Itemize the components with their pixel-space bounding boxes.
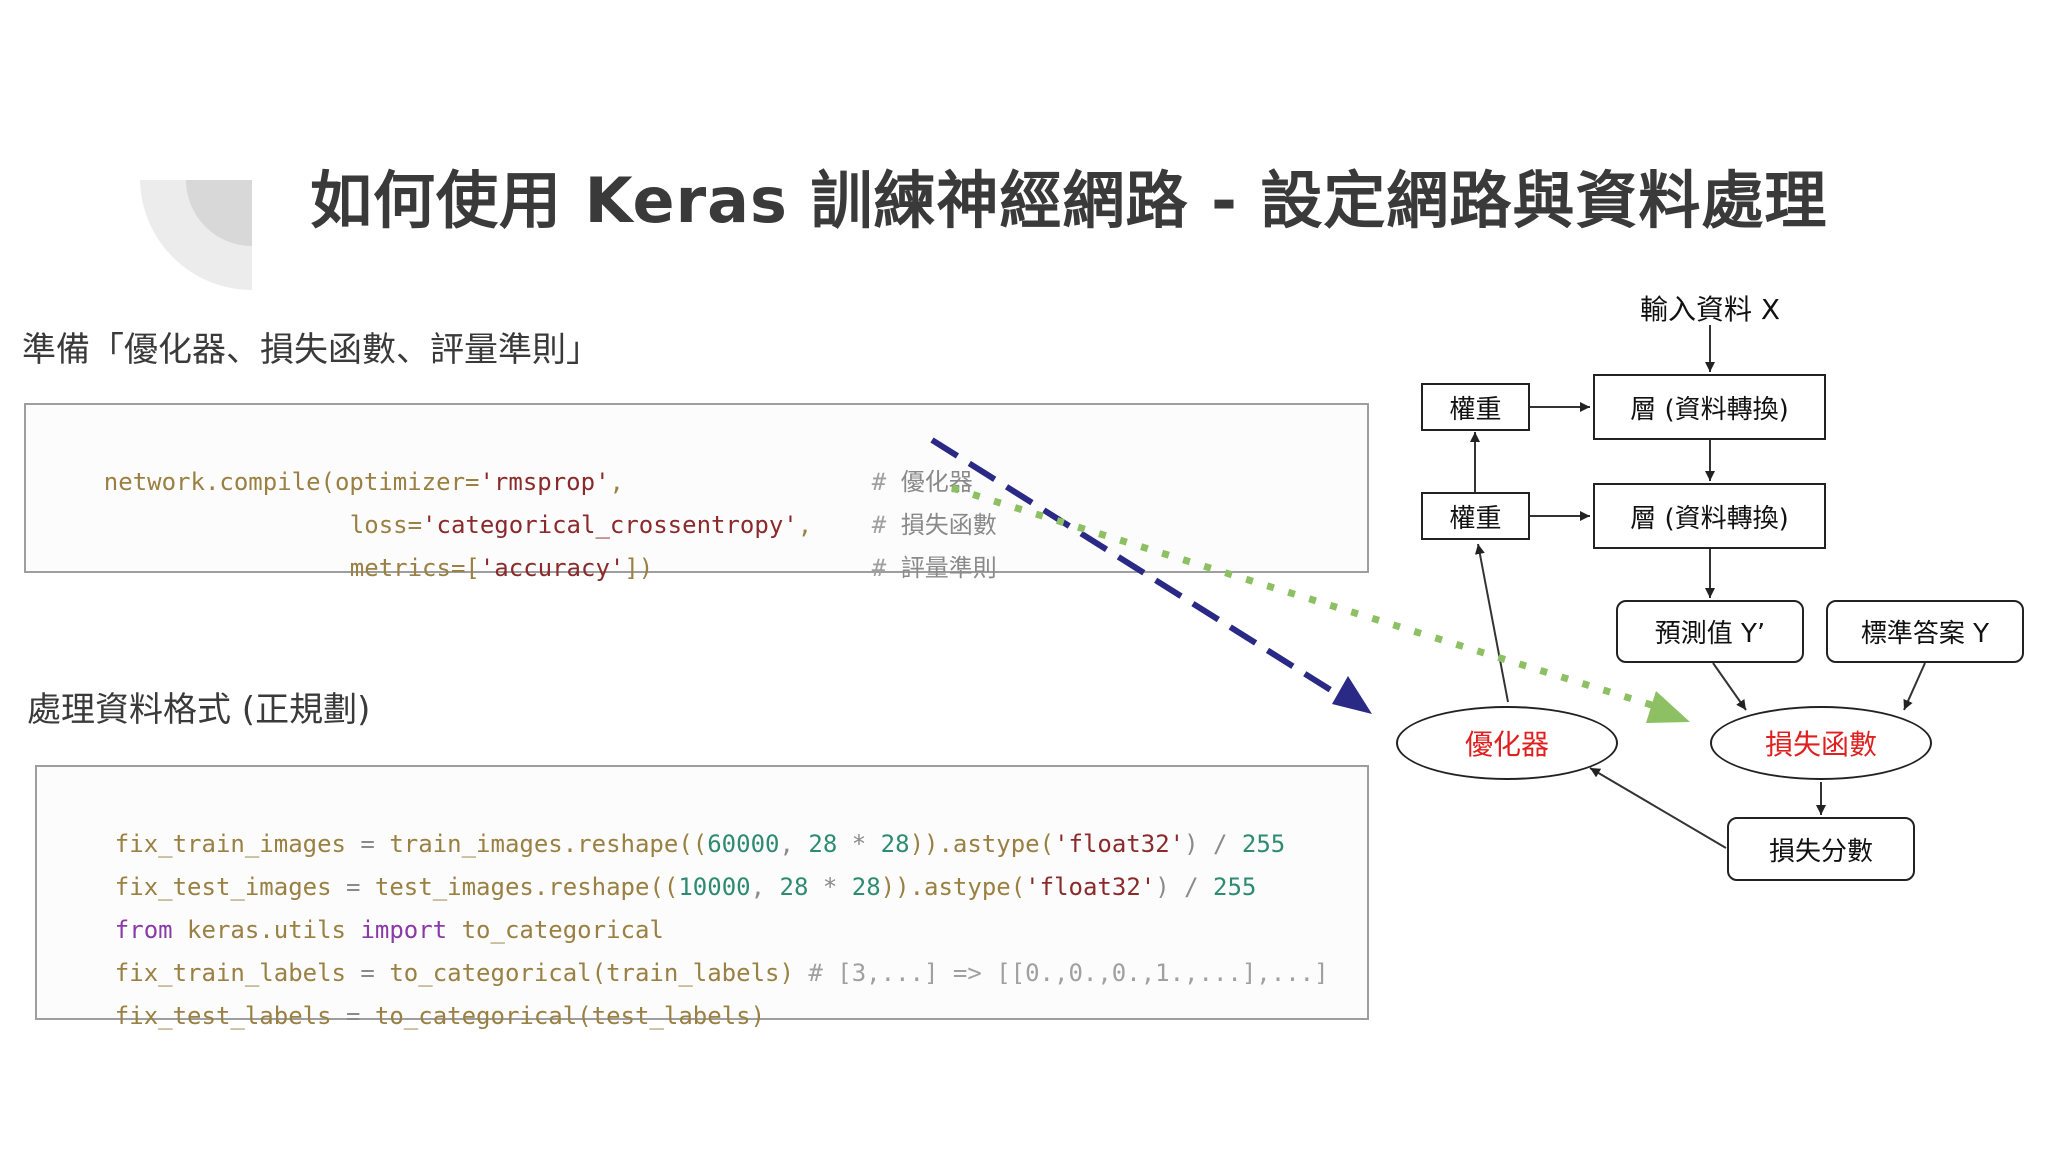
code-token: )).astype( — [880, 873, 1026, 901]
code-token: = — [331, 873, 375, 901]
code-number: 28 — [779, 873, 809, 901]
layer-label: 層 (資料轉換) — [1630, 394, 1789, 425]
comment-metrics: 評量準則 — [900, 554, 997, 582]
comment-hash: # — [871, 554, 887, 582]
code-token: )).astype( — [909, 830, 1055, 858]
code-string: 'rmsprop' — [479, 468, 610, 496]
code-number: 255 — [1213, 873, 1257, 901]
code-comment: # 損失函數 — [814, 465, 997, 539]
loss-function-ellipse: 損失函數 — [1710, 706, 1932, 780]
code-token: to_categorical(test_labels) — [374, 1002, 766, 1030]
loss-score-label: 損失分數 — [1768, 836, 1873, 867]
code-token: , — [750, 873, 780, 901]
slide-title: 如何使用 Keras 訓練神經網路 - 設定網路與資料處理 — [310, 164, 1828, 237]
arrow-prediction-to-loss — [1712, 662, 1747, 711]
layer-label: 層 (資料轉換) — [1630, 503, 1789, 534]
code-string: 'accuracy' — [479, 554, 625, 582]
code-token: fix_train_images — [114, 830, 346, 858]
code-token: = — [345, 959, 390, 987]
code-comment: # 評量準則 — [814, 508, 997, 582]
optimizer-label: 優化器 — [1464, 728, 1549, 761]
comment-hash: # — [871, 511, 887, 539]
code-token: to_categorical(train_labels) — [389, 959, 794, 987]
weight-label: 權重 — [1449, 394, 1502, 425]
comment-hash: # — [871, 468, 887, 496]
weight-box-top: 權重 — [1421, 383, 1530, 431]
weight-box-bottom: 權重 — [1421, 492, 1530, 540]
code-string: 'categorical_crossentropy' — [422, 511, 798, 539]
code-token: ) / — [1155, 873, 1214, 901]
optimizer-ellipse: 優化器 — [1396, 706, 1618, 780]
layer-box-top: 層 (資料轉換) — [1593, 374, 1826, 440]
code-line: fix_train_labels = to_categorical(train_… — [57, 913, 1329, 987]
code-line: loss='categorical_crossentropy', — [292, 465, 812, 539]
code-token: = — [331, 1002, 375, 1030]
target-box: 標準答案 Y — [1826, 600, 2024, 663]
target-label: 標準答案 Y — [1860, 619, 1990, 649]
code-token: , — [609, 468, 624, 496]
code-keyword: import — [360, 916, 448, 944]
code-token: loss= — [349, 511, 423, 539]
section-heading-compile: 準備「優化器、損失函數、評量準則」 — [22, 330, 600, 370]
layer-box-bottom: 層 (資料轉換) — [1593, 483, 1826, 549]
code-number: 28 — [851, 873, 881, 901]
code-token: network.compile(optimizer= — [103, 468, 480, 496]
preprocess-code-block: fix_train_images = train_images.reshape(… — [35, 765, 1369, 1030]
code-token: , — [779, 830, 809, 858]
code-number: 28 — [880, 830, 910, 858]
code-string: 'float32' — [1054, 830, 1185, 858]
code-string: 'float32' — [1025, 873, 1156, 901]
code-token: fix_train_labels — [114, 959, 346, 987]
code-line: fix_test_labels = to_categorical(test_la… — [57, 956, 765, 1030]
code-token: * — [808, 873, 852, 901]
code-token: train_images.reshape(( — [389, 830, 708, 858]
loss-score-box: 損失分數 — [1727, 817, 1915, 881]
input-data-label: 輸入資料 X — [1640, 293, 1781, 326]
code-number: 60000 — [707, 830, 780, 858]
section-heading-preprocess: 處理資料格式 (正規劃) — [27, 690, 371, 730]
arrow-score-to-optimizer — [1589, 767, 1727, 849]
code-line: metrics=['accuracy']) — [292, 508, 653, 582]
code-number: 28 — [808, 830, 838, 858]
code-number: 255 — [1241, 830, 1286, 858]
code-token: ]) — [624, 554, 654, 582]
code-token: fix_test_images — [114, 873, 332, 901]
arrow-optimizer-to-weight2 — [1474, 543, 1509, 703]
code-token: = — [345, 830, 390, 858]
decorative-corner-shape — [140, 180, 252, 290]
code-token: to_categorical — [447, 916, 664, 944]
code-token: , — [797, 511, 813, 539]
prediction-label: 預測值 Y’ — [1654, 619, 1766, 649]
code-comment: # 優化器 — [814, 422, 973, 496]
code-line: fix_test_images = test_images.reshape((1… — [57, 827, 1257, 901]
loss-function-label: 損失函數 — [1764, 728, 1877, 761]
prediction-box: 預測值 Y’ — [1616, 600, 1804, 663]
code-token: metrics=[ — [349, 554, 480, 582]
code-keyword: from — [114, 916, 173, 944]
code-token: keras.utils — [172, 916, 361, 944]
code-token: test_images.reshape(( — [374, 873, 679, 901]
code-token: fix_test_labels — [114, 1002, 332, 1030]
code-line: network.compile(optimizer='rmsprop', — [46, 422, 624, 496]
code-token: * — [837, 830, 881, 858]
code-line: from keras.utils import to_categorical — [57, 870, 664, 944]
code-number: 10000 — [678, 873, 751, 901]
code-token: ) / — [1184, 830, 1242, 858]
code-line: fix_train_images = train_images.reshape(… — [57, 784, 1285, 858]
weight-label: 權重 — [1449, 503, 1502, 534]
code-comment: # [3,...] => [[0.,0.,0.,1.,...],...] — [793, 959, 1329, 987]
arrow-target-to-loss — [1903, 662, 1926, 711]
compile-code-block: network.compile(optimizer='rmsprop', # 優… — [24, 403, 1369, 582]
